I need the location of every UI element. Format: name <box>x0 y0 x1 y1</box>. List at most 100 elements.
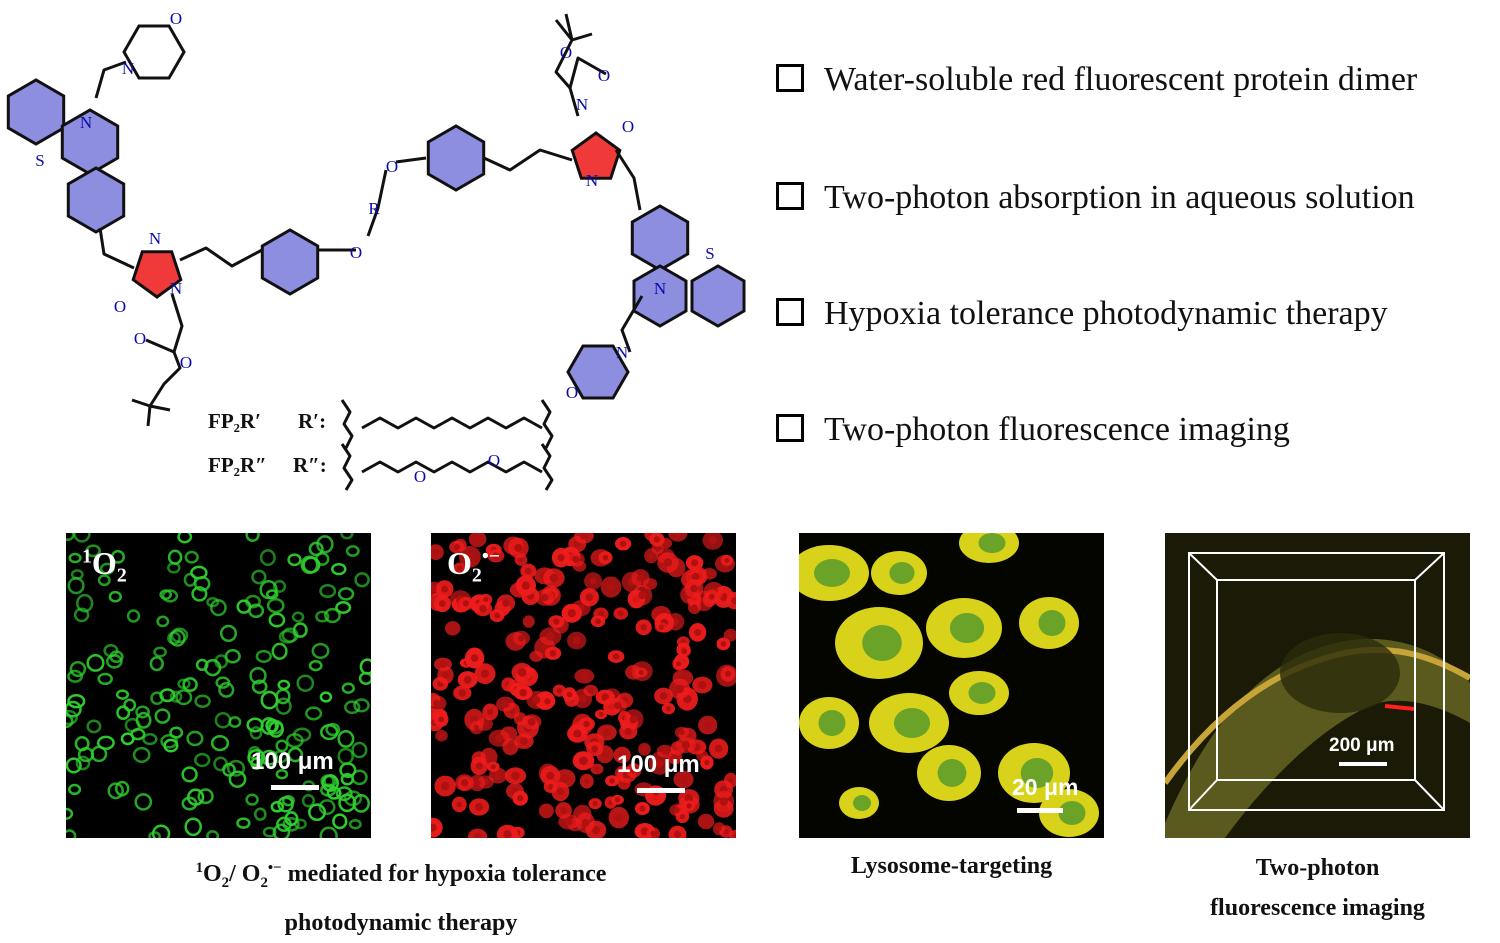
cell-nucleus <box>818 710 846 736</box>
caption-tp-line1: Two-photon <box>1255 855 1380 881</box>
cell-nucleus <box>724 671 731 677</box>
cell-nucleus <box>587 687 594 694</box>
cell <box>348 818 362 830</box>
cell <box>251 569 267 585</box>
scale-label: 100 μm <box>251 748 334 775</box>
cell <box>668 533 688 542</box>
cell-nucleus <box>440 781 450 791</box>
cell-nucleus <box>483 597 489 603</box>
cell <box>96 735 115 750</box>
cell <box>97 574 111 587</box>
bond <box>620 295 644 353</box>
cell-nucleus <box>511 771 520 781</box>
cell-nucleus <box>546 771 555 780</box>
cell <box>150 691 164 706</box>
cell-nucleus <box>549 650 557 657</box>
cell <box>126 609 141 623</box>
cell <box>311 642 330 659</box>
cell <box>337 587 355 601</box>
scale-label: 100 μm <box>617 751 700 778</box>
cell-nucleus <box>463 675 472 684</box>
bond <box>131 398 171 427</box>
panel-superoxide: O2•− 100 μm <box>431 533 736 838</box>
bond-lines <box>94 13 644 491</box>
bond <box>361 460 543 474</box>
cell-nucleus <box>889 562 915 584</box>
cell-nucleus <box>527 718 536 726</box>
aromatic-rings <box>6 24 746 400</box>
cell-nucleus <box>475 803 484 811</box>
cell <box>67 577 85 595</box>
cell <box>319 826 338 838</box>
cell <box>163 738 179 753</box>
cell-nucleus <box>439 660 447 668</box>
cell-nucleus <box>567 609 576 618</box>
atom-label: O <box>488 451 500 470</box>
cell <box>228 770 247 788</box>
fp2r2-label: FP₂R″ <box>208 453 267 477</box>
feature-item-4: Two-photon fluorescence imaging <box>776 410 1290 450</box>
checkbox-icon <box>776 182 804 210</box>
caption-pdt-line2: photodynamic therapy <box>284 909 518 936</box>
cell <box>184 550 199 564</box>
scale-label: 20 μm <box>1012 774 1079 800</box>
cell <box>331 562 347 576</box>
cell <box>120 732 135 746</box>
cell-nucleus <box>598 711 604 717</box>
cell <box>169 629 186 647</box>
cell-nucleus <box>462 600 469 607</box>
cell <box>186 730 204 747</box>
cell-nucleus <box>579 756 588 765</box>
cell <box>255 649 272 663</box>
cell <box>177 533 193 544</box>
cell-nucleus <box>580 672 589 681</box>
cell-nucleus <box>431 585 437 592</box>
atom-label: O <box>598 66 610 85</box>
cell-nucleus <box>853 795 871 811</box>
feature-item-3: Hypoxia tolerance photodynamic therapy <box>776 294 1388 334</box>
atom-label: R <box>368 199 380 218</box>
cell <box>247 749 266 767</box>
cell-nucleus <box>630 767 637 774</box>
cell <box>222 762 236 777</box>
cell <box>90 745 108 763</box>
cell-nucleus <box>679 813 686 820</box>
zebrafish-3d-image <box>1165 533 1470 838</box>
bond <box>395 156 427 164</box>
cell <box>67 669 84 683</box>
scale-bar <box>271 785 319 790</box>
cell <box>218 682 235 698</box>
cell <box>204 659 222 677</box>
cell <box>219 624 238 643</box>
cell <box>66 807 74 820</box>
cell-nucleus <box>532 696 541 704</box>
cell <box>69 660 87 678</box>
bond <box>340 399 354 491</box>
atom-label: O <box>566 383 578 402</box>
benzo-ring <box>6 78 66 146</box>
cell <box>335 601 352 614</box>
r1-label: R′: <box>298 409 326 433</box>
cell-nucleus <box>503 830 512 838</box>
cell-nucleus <box>624 727 632 736</box>
cell <box>354 572 370 588</box>
atom-label: N <box>616 343 628 362</box>
feature-item-1: Water-soluble red fluorescent protein di… <box>776 60 1417 100</box>
cell <box>66 757 82 774</box>
cell-nucleus <box>1020 758 1054 788</box>
morpholine-ring <box>566 344 630 400</box>
caption-lysosome: Lysosome-targeting <box>850 853 1053 879</box>
cell-nucleus <box>653 536 660 543</box>
cell <box>337 747 354 765</box>
atom-label: N <box>80 113 92 132</box>
atom-label: O <box>170 9 182 28</box>
cell-nucleus <box>543 808 550 814</box>
cell <box>325 722 341 737</box>
panel-label-o2-radical: O2•− <box>447 545 501 587</box>
cell <box>292 727 312 743</box>
panel-zebrafish: 200 μm <box>1165 533 1470 838</box>
cell-nucleus <box>614 701 622 710</box>
atom-label: N <box>122 59 134 78</box>
cell <box>85 544 101 558</box>
cell-nucleus <box>690 584 698 593</box>
